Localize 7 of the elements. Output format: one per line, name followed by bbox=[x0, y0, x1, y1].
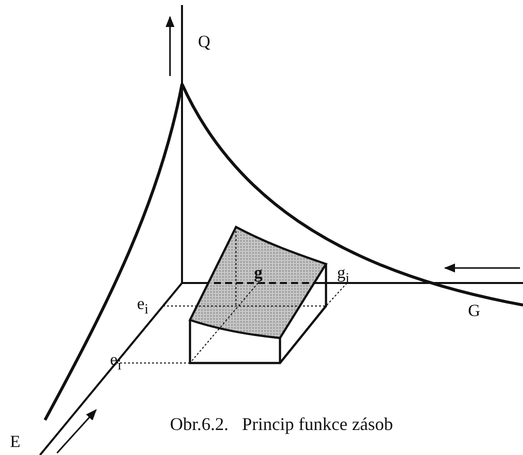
axis-label: G bbox=[468, 302, 480, 319]
axis-label: E bbox=[10, 433, 20, 450]
point-label: g bbox=[254, 264, 262, 281]
point-label: e$_{i}$ bbox=[110, 351, 122, 373]
point-label: e$_{i}$ bbox=[137, 295, 148, 317]
axis-label: Q bbox=[198, 33, 210, 50]
figure-caption: Obr.6.2. Princip funkce zásob bbox=[170, 415, 393, 433]
